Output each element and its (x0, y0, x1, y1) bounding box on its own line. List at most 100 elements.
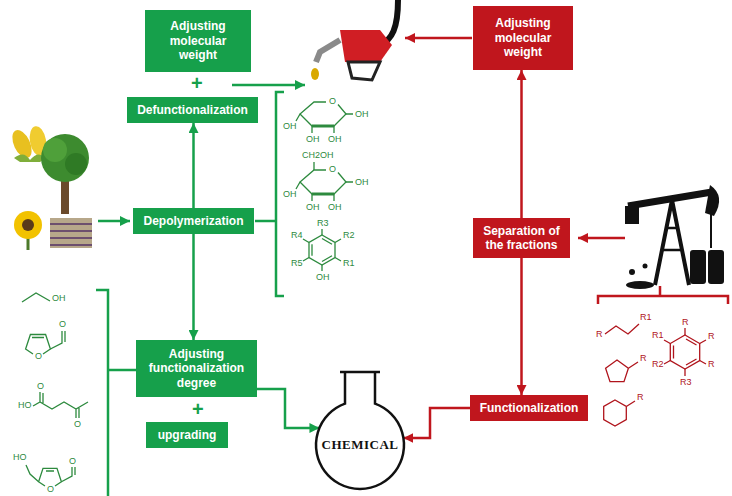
atom-label: OH (316, 273, 330, 282)
label-anchor: O (329, 97, 336, 106)
label-anchor: O (74, 420, 81, 429)
nozzle-spout (316, 40, 340, 62)
process-box: Separation of the fractions (473, 218, 570, 258)
nozzle-handle (348, 62, 380, 80)
bracket-link (108, 369, 136, 372)
sugarcane-bundle (50, 218, 92, 248)
tree-crown (41, 134, 89, 182)
molecule-group (22, 102, 353, 486)
derrick-bars (662, 228, 682, 250)
node-text: Depolymerization (138, 214, 249, 228)
node-text: Adjusting molecular weight (478, 16, 568, 59)
sugar-ring-front (312, 125, 334, 128)
atom-label: R2 (652, 360, 664, 369)
pump-beam (628, 192, 712, 206)
atom-label: R (596, 330, 603, 339)
fuel-drop (311, 68, 319, 80)
sugar-ring (300, 170, 346, 194)
atom-label: R1 (652, 331, 664, 340)
node-text: upgrading (151, 428, 223, 442)
flow-arrow (232, 84, 305, 87)
atom-label: O (329, 97, 336, 106)
label-anchor: CH2OH (302, 151, 334, 160)
atom-label: R3 (317, 219, 329, 228)
sunflower-centre (22, 219, 34, 231)
atom-label: OH (328, 135, 342, 144)
node-text: Separation of the fractions (478, 224, 565, 253)
node-text: Adjusting molecular weight (150, 19, 246, 62)
label-anchor: + (192, 399, 204, 419)
oil-puddle (626, 281, 654, 289)
label-anchor: OH (328, 203, 342, 212)
node-text: Adjusting functionalization degree (141, 347, 252, 390)
label-anchor: R4 (291, 231, 303, 240)
bracket-link (255, 220, 276, 223)
green-bracket (96, 290, 108, 496)
label-anchor: R (640, 354, 647, 363)
horse-head (705, 185, 719, 216)
sunflower-petals (14, 211, 42, 239)
atom-label: OH (306, 203, 320, 212)
flower-stem (27, 238, 30, 250)
process-box: Defunctionalization (127, 97, 258, 123)
process-box: Functionalization (470, 395, 588, 421)
label-anchor: OH (306, 203, 320, 212)
atom-label: OH (355, 110, 369, 119)
atom-label: O (59, 320, 66, 329)
double-bond (674, 339, 697, 365)
label-anchor: OH (306, 135, 320, 144)
benzene-ring (670, 335, 699, 369)
label-anchor: HO (13, 453, 27, 462)
process-box: Adjusting functionalization degree (136, 340, 257, 397)
label-anchor: R1 (652, 331, 664, 340)
sugar-ring-front (312, 193, 334, 196)
atom-label: OH (283, 122, 297, 131)
node-text: Defunctionalization (132, 103, 253, 117)
label-anchor: OH (355, 110, 369, 119)
label-anchor: + (191, 73, 203, 93)
well-rod (710, 214, 712, 248)
label-anchor: R (708, 360, 715, 369)
atom-label: R (708, 360, 715, 369)
label-anchor: OH (316, 273, 330, 282)
atom-label: OH (328, 203, 342, 212)
atom-label: R (708, 332, 715, 341)
label-anchor: O (47, 485, 54, 494)
label-anchor: R2 (343, 231, 355, 240)
atom-label: O (47, 485, 54, 494)
flow-arrow (405, 37, 472, 40)
label-anchor: OH (52, 294, 66, 303)
label-anchor: R2 (652, 360, 664, 369)
atom-label: O (35, 352, 42, 361)
flask-outline (310, 370, 410, 490)
phenol-ring (309, 235, 335, 265)
node-text: CHEMICAL (310, 437, 410, 453)
label-anchor: OH (283, 190, 297, 199)
label-anchor: OH (355, 178, 369, 187)
oil-drop (643, 264, 648, 269)
nozzle-body (340, 30, 392, 62)
flow-arrow (98, 220, 130, 223)
bond (296, 114, 353, 133)
fuel-nozzle (311, 0, 398, 80)
plus-sign: + (192, 399, 204, 419)
flow-connector (192, 123, 195, 208)
oil-barrel (690, 250, 706, 284)
label-anchor: R5 (291, 259, 303, 268)
derrick (655, 200, 689, 285)
biomass-picture (8, 125, 92, 250)
bond (26, 465, 75, 482)
atom-label: R2 (343, 231, 355, 240)
bond (303, 229, 341, 271)
label-anchor: HO (18, 401, 32, 410)
atom-label: CH2OH (302, 151, 334, 160)
process-box: Adjusting molecular weight (473, 6, 573, 70)
label-anchor: O (329, 165, 336, 174)
flow-connector (403, 408, 470, 438)
atom-label: OH (52, 294, 66, 303)
atom-label: O (329, 165, 336, 174)
atom-label: R (637, 393, 644, 402)
atom-label: R1 (343, 259, 355, 268)
